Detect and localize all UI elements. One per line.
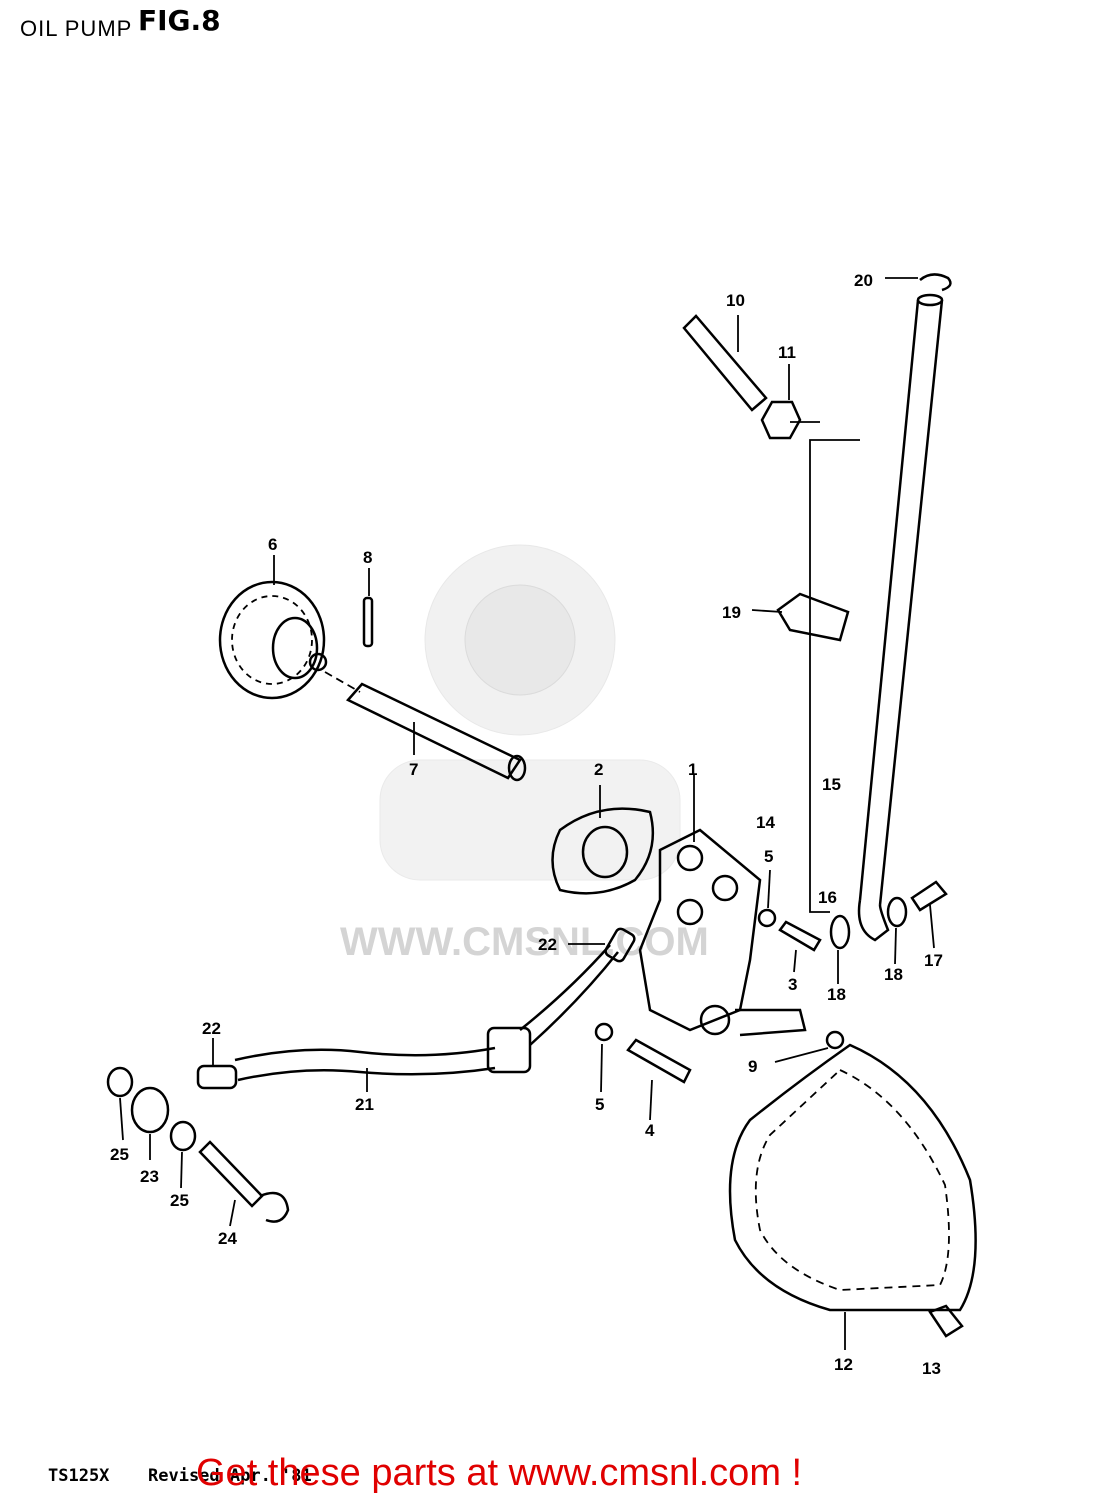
washer-part [757,908,777,928]
callout-25: 25 [110,1145,129,1164]
gear-part [218,580,328,700]
clamp-part [919,273,952,292]
screw-part [778,920,822,952]
shaft-part [324,671,527,782]
callout-20: 20 [854,271,873,290]
watermark-text: WWW.CMSNL.COM [340,920,709,964]
figure-label: FIG.8 [138,4,221,37]
screw-part [626,1038,692,1084]
parts-link-banner[interactable]: Get these parts at www.cmsnl.com ! [196,1452,803,1494]
callout-16: 16 [818,888,837,907]
callout-8: 8 [363,548,372,567]
page-title: OIL PUMP [20,16,133,41]
washer-part [169,1120,197,1152]
callout-19: 19 [722,603,741,622]
callout-4: 4 [645,1121,655,1140]
washer-part [594,1022,614,1042]
banjo-part [130,1086,170,1134]
footer-model: TS125X [48,1466,110,1486]
callout-15: 15 [822,775,841,794]
cap-part [776,592,850,642]
callout-6: 6 [268,535,277,554]
callout-18b: 18 [827,985,846,1004]
callout-labels: 1 2 3 4 5 5 6 7 8 9 10 11 12 13 14 15 16… [110,271,943,1378]
callout-10: 10 [726,291,745,310]
watermark: WWW.CMSNL.COM [340,544,709,964]
callout-18: 18 [884,965,903,984]
callout-7: 7 [409,760,418,779]
callout-24: 24 [218,1229,237,1248]
screw-part [910,880,948,912]
gasket-part [551,807,655,895]
callout-5: 5 [764,847,773,866]
leader-lines [119,277,935,1350]
callout-22: 22 [538,935,557,954]
callout-14: 14 [756,813,775,832]
bolt-part [198,1140,264,1208]
callout-5b: 5 [595,1095,604,1114]
screw-part [928,1304,964,1338]
pump-body-part [638,828,807,1037]
cover-part [728,1043,977,1312]
fitting-part [604,927,636,963]
footer-revision: Revised Apr. '81 [148,1466,312,1486]
callout-1: 1 [688,760,697,779]
oil-line-part [234,944,619,1082]
washer-part [106,1066,134,1098]
bolt-part [682,314,768,412]
callout-22b: 22 [202,1019,221,1038]
washer-part [886,896,908,928]
callout-13: 13 [922,1359,941,1378]
callout-12: 12 [834,1355,853,1374]
callout-25b: 25 [170,1191,189,1210]
callout-2: 2 [594,760,603,779]
callout-3: 3 [788,975,797,994]
callout-11: 11 [778,343,796,362]
callout-23: 23 [140,1167,159,1186]
nut-part [760,400,802,440]
callout-17: 17 [924,951,943,970]
hose-part [857,293,944,942]
pin-part [362,596,374,648]
washer-part [829,914,851,950]
washer-part [825,1030,845,1050]
callout-9: 9 [748,1057,757,1076]
fitting-part [196,1064,238,1090]
callout-21: 21 [355,1095,374,1114]
